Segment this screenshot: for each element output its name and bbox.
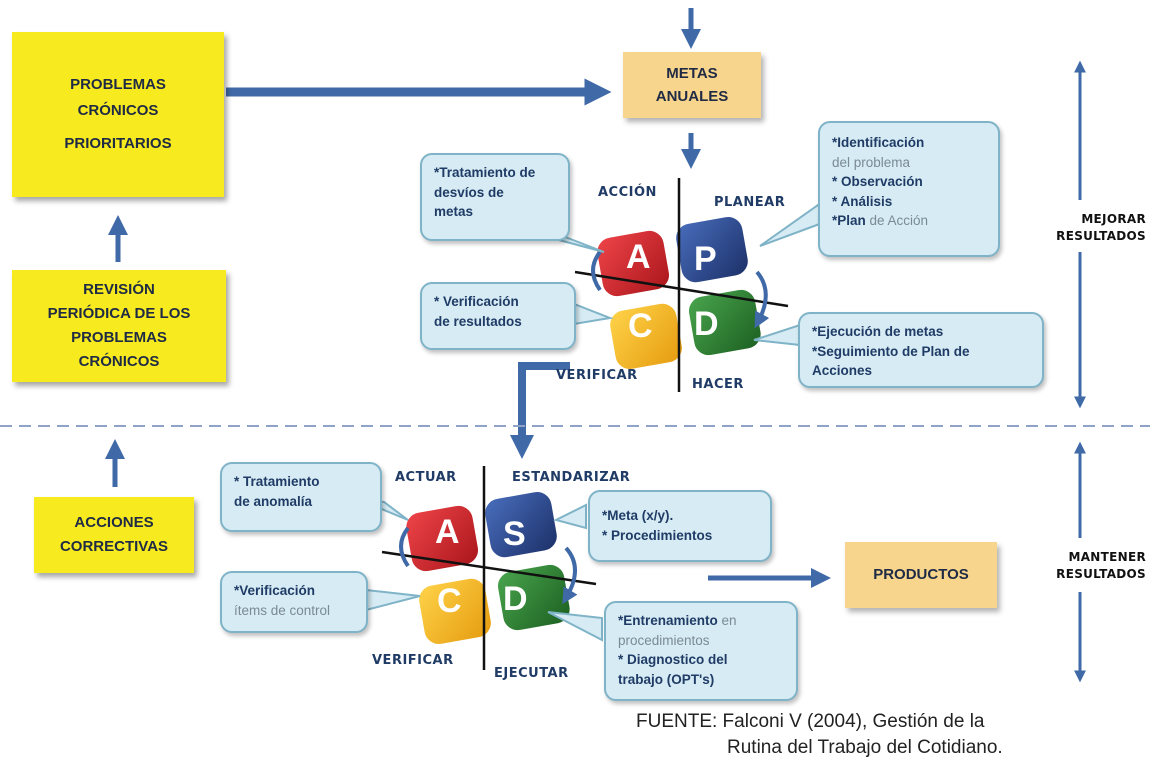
pdca-check-callout: * Verificación de resultados <box>420 282 576 350</box>
pdca-plan-line-3: * Observación <box>832 174 923 190</box>
pdca-do-line-1: *Ejecución de metas <box>812 324 944 339</box>
sdca-label-act: ACTUAR <box>395 470 457 485</box>
periodic-review-box: REVISIÓN PERIÓDICA DE LOS PROBLEMAS CRÓN… <box>12 270 226 382</box>
goals-line-1: METAS <box>666 64 718 82</box>
source-line-2: Rutina del Trabajo del Cotidiano. <box>727 737 1003 758</box>
pdca-letter-a: A <box>626 238 651 276</box>
sdca-cycle <box>381 466 597 670</box>
pdca-label-do: HACER <box>692 377 744 392</box>
pdca-plan-line-4: * Análisis <box>832 193 893 209</box>
callout-tail-sdca-std <box>553 503 587 530</box>
callout-tail-sdca-exec <box>547 611 603 642</box>
improve-results-label: MEJORAR RESULTADOS <box>1016 211 1146 245</box>
revision-line-1: REVISIÓN <box>83 281 155 298</box>
corrective-line-2: CORRECTIVAS <box>59 538 169 555</box>
goals-line-2: ANUALES <box>655 88 729 105</box>
pdca-label-plan: PLANEAR <box>714 195 786 210</box>
chronic-line-1: PROBLEMAS <box>70 76 166 94</box>
chronic-problems-box: PROBLEMAS CRÓNICOS PRIORITARIOS <box>12 32 224 197</box>
callout-tail-pdca-check <box>573 302 614 326</box>
products-label: PRODUCTOS <box>873 566 969 584</box>
sdca-letter-d: D <box>503 580 528 618</box>
sdca-execute-callout: *Entrenamiento en procedimientos * Diagn… <box>604 601 798 701</box>
sdca-std-line-1: *Meta (x/y). <box>602 508 674 523</box>
sdca-letter-a: A <box>435 513 460 551</box>
sdca-label-check: VERIFICAR <box>372 653 454 668</box>
sdca-label-execute: EJECUTAR <box>494 666 569 681</box>
pdca-action-line-2: desvíos de <box>434 184 504 200</box>
improve-line-1: MEJORAR <box>1081 212 1146 226</box>
pdca-label-check: VERIFICAR <box>556 368 638 383</box>
products-box: PRODUCTOS <box>845 542 997 608</box>
annual-goals-box: METAS ANUALES <box>623 52 761 118</box>
sdca-standardize-callout: *Meta (x/y). * Procedimientos <box>588 490 772 562</box>
pdca-action-line-3: metas <box>434 204 474 220</box>
maintain-line-1: MANTENER <box>1068 550 1146 564</box>
sdca-exec-line-1-bold: *Entrenamiento <box>618 613 718 628</box>
pdca-plan-line-2: del problema <box>832 154 911 170</box>
sdca-act-callout: * Tratamiento de anomalía <box>220 462 382 532</box>
pdca-do-line-3: Acciones <box>812 363 873 379</box>
pdca-check-line-2: de resultados <box>434 313 522 329</box>
pdca-letter-p: P <box>694 240 717 278</box>
pdca-tile-c <box>607 300 685 372</box>
sdca-act-line-1: * Tratamiento <box>234 474 320 489</box>
sdca-std-line-2: * Procedimientos <box>602 527 713 543</box>
pdca-check-line-1: * Verificación <box>434 294 519 309</box>
pdca-plan-callout: *Identificación del problema * Observaci… <box>818 121 1000 257</box>
pdca-action-line-1: *Tratamiento de <box>434 165 536 180</box>
callout-tail-sdca-check <box>365 588 421 612</box>
sdca-tile-a <box>403 502 481 575</box>
sdca-exec-line-1-rest: en <box>717 613 737 628</box>
sdca-exec-line-3: * Diagnostico del <box>618 652 728 668</box>
revision-line-2: PERIÓDICA DE LOS <box>47 305 191 322</box>
sdca-exec-line-4: trabajo (OPT's) <box>618 671 715 687</box>
pdca-do-line-2: *Seguimiento de Plan de <box>812 343 970 359</box>
maintain-results-label: MANTENER RESULTADOS <box>1016 549 1146 583</box>
sdca-check-line-2: ítems de control <box>234 602 331 618</box>
sdca-letter-c: C <box>437 582 462 620</box>
pdca-plan-line-5-rest: de Acción <box>865 213 929 229</box>
sdca-exec-line-2: procedimientos <box>618 632 710 648</box>
sdca-label-standardize: ESTANDARIZAR <box>512 470 631 485</box>
corrective-actions-box: ACCIONES CORRECTIVAS <box>34 497 194 573</box>
pdca-tile-a <box>594 227 672 300</box>
pdca-action-callout: *Tratamiento de desvíos de metas <box>420 153 570 241</box>
sdca-check-callout: *Verificación ítems de control <box>220 571 368 633</box>
pdca-plan-line-5-bold: *Plan <box>832 213 866 229</box>
revision-line-4: CRÓNICOS <box>78 353 160 370</box>
pdca-tile-p <box>673 214 751 286</box>
chronic-line-3: PRIORITARIOS <box>64 134 172 152</box>
sdca-check-line-1: *Verificación <box>234 583 316 598</box>
revision-line-3: PROBLEMAS <box>71 329 167 346</box>
source-line-1: FUENTE: Falconi V (2004), Gestión de la <box>636 711 985 732</box>
sdca-letter-s: S <box>503 515 526 553</box>
pdca-label-action: ACCIÓN <box>598 185 657 200</box>
improve-line-2: RESULTADOS <box>1056 228 1146 243</box>
corrective-line-1: ACCIONES <box>74 514 154 531</box>
chronic-line-2: CRÓNICOS <box>77 102 159 120</box>
pdca-letter-c: C <box>628 307 653 345</box>
pdca-plan-line-1: *Identificación <box>832 135 925 150</box>
pdca-cycle <box>574 178 789 392</box>
pdca-do-callout: *Ejecución de metas *Seguimiento de Plan… <box>798 312 1044 388</box>
sdca-tile-c <box>416 575 494 647</box>
arrow-pdca-to-sdca <box>510 362 570 459</box>
sdca-tile-s <box>482 489 560 561</box>
pdca-letter-d: D <box>694 305 719 343</box>
maintain-line-2: RESULTADOS <box>1056 566 1146 581</box>
sdca-act-line-2: de anomalía <box>234 493 313 509</box>
